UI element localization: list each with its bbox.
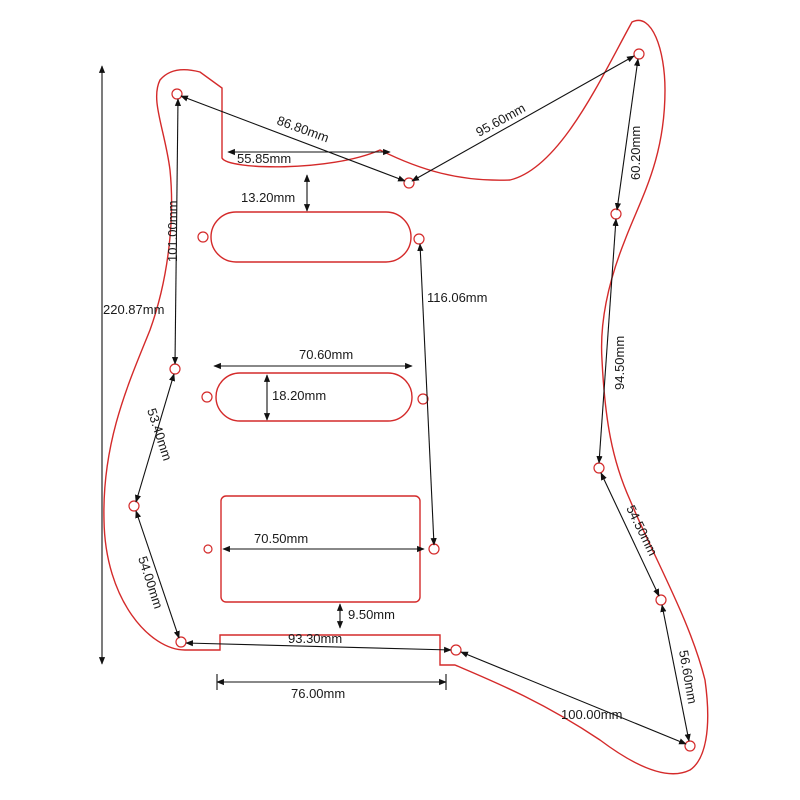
dim-label-control-cavity-width: 76.00mm: [291, 686, 345, 701]
screw-hole: [684, 740, 696, 752]
dim-label-bottom-right-span: 100.00mm: [561, 707, 622, 722]
dim-label-humbucker-to-control: 9.50mm: [348, 607, 395, 622]
screw-hole: [413, 233, 425, 245]
dimension-line: [411, 55, 635, 182]
dim-label-humbucker-width: 70.50mm: [254, 531, 308, 546]
pickguard-outline: [103, 19, 709, 775]
dim-label-neck-pocket-width: 55.85mm: [237, 151, 291, 166]
screw-hole: [197, 231, 209, 243]
dimension-line: [596, 218, 619, 464]
dim-label-bottom-hole-span: 93.30mm: [288, 631, 342, 646]
screw-hole: [175, 636, 187, 648]
middle-pickup-route: [215, 372, 413, 422]
dim-label-right-lower-span: 54.50mm: [623, 503, 660, 558]
dimension-line: [171, 98, 182, 365]
screw-hole: [171, 88, 183, 100]
dimension-line: [185, 640, 452, 653]
dimension-line: [600, 472, 660, 597]
screw-hole: [128, 500, 140, 512]
dim-label-right-middle-span: 94.50mm: [612, 336, 627, 390]
dim-label-left-middle-span: 53.40mm: [144, 406, 175, 462]
dimension-line: [180, 95, 406, 182]
dim-label-top-right-to-right-upper: 60.20mm: [628, 126, 643, 180]
dimension-line: [614, 58, 641, 211]
dim-label-pickup-width: 70.60mm: [299, 347, 353, 362]
dim-label-pickup-hole-span: 116.06mm: [427, 290, 487, 305]
screw-hole: [428, 543, 440, 555]
dim-label-neck-to-first-pickup: 13.20mm: [241, 190, 295, 205]
dim-label-top-left-to-center: 86.80mm: [275, 113, 331, 146]
screw-hole: [403, 177, 415, 189]
dim-label-left-upper-span: 101.00mm: [165, 201, 180, 262]
screw-hole: [450, 644, 462, 656]
dimension-line: [460, 651, 687, 745]
screw-hole: [610, 208, 622, 220]
dimension-line: [135, 373, 175, 503]
screw-hole: [633, 48, 645, 60]
screw-hole: [593, 462, 605, 474]
screw-hole: [169, 363, 181, 375]
dim-label-left-lower-span: 54.00mm: [135, 554, 166, 610]
dim-label-overall-height: 220.87mm: [103, 302, 164, 317]
neck-pickup-route: [210, 211, 412, 263]
dimension-line: [135, 510, 180, 639]
dim-label-pickup-height: 18.20mm: [272, 388, 326, 403]
dimension-line: [417, 243, 437, 546]
screw-hole: [655, 594, 667, 606]
screw-hole: [203, 544, 213, 554]
screw-hole: [201, 391, 213, 403]
